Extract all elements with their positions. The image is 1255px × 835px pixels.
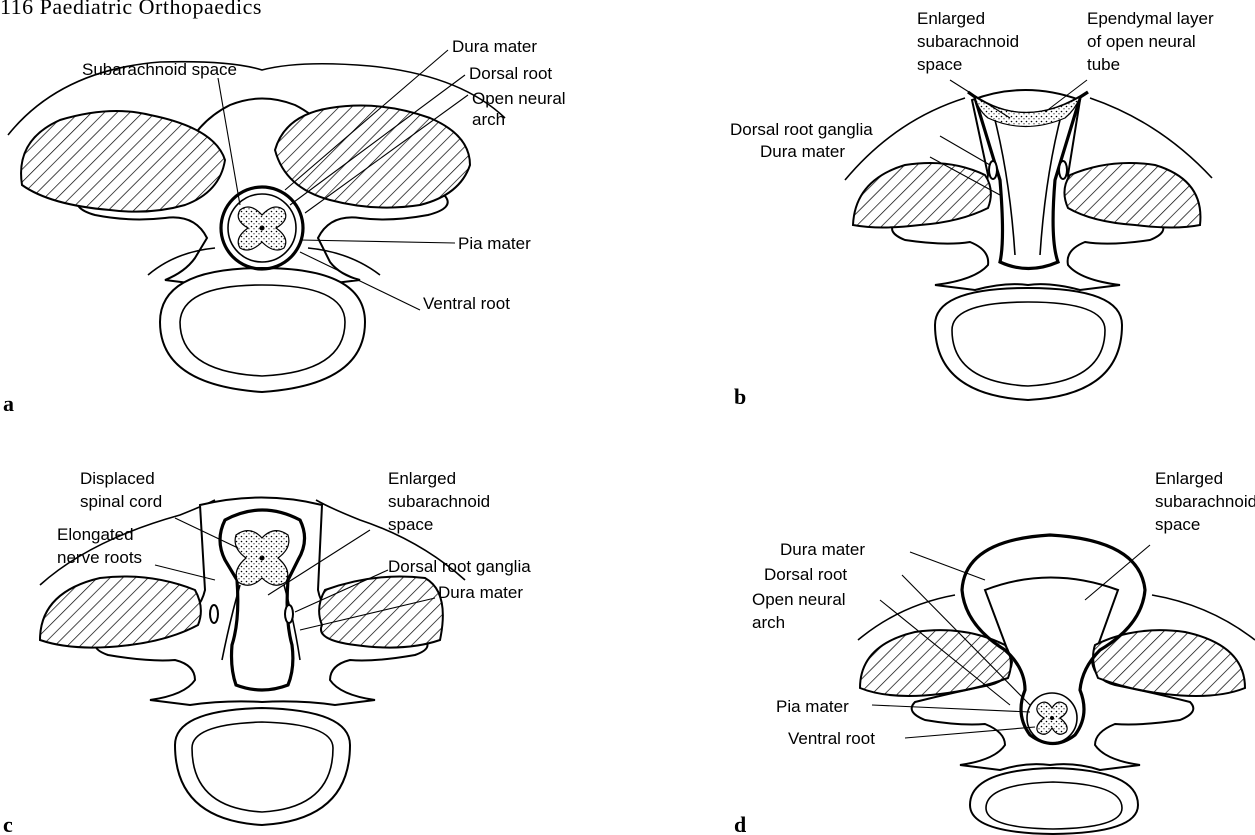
label-c-elongated-1: Elongated <box>57 525 134 544</box>
label-d-enlarged-1: Enlarged <box>1155 469 1223 488</box>
panel-a-vertebral-body <box>160 268 365 392</box>
label-c-enlarged-2: subarachnoid <box>388 492 490 511</box>
panel-c-tag: c <box>3 812 13 835</box>
panel-c-vertebral-body <box>175 708 350 825</box>
label-b-enlarged-2: subarachnoid <box>917 32 1019 51</box>
panel-b-vertebral-body <box>935 288 1122 400</box>
panel-a-leader-pia <box>300 240 455 243</box>
panel-b-right-ganglion <box>1059 161 1067 179</box>
panel-a-tag: a <box>3 391 14 416</box>
label-b-enlarged-3: space <box>917 55 962 74</box>
label-c-displaced-1: Displaced <box>80 469 155 488</box>
label-b-dorsal-root-ganglia: Dorsal root ganglia <box>730 120 873 139</box>
label-a-subarachnoid-space: Subarachnoid space <box>82 60 237 79</box>
label-c-displaced-2: spinal cord <box>80 492 162 511</box>
panel-c-right-ganglion <box>285 605 293 623</box>
panel-a: Subarachnoid space Dura mater Dorsal roo… <box>3 37 566 416</box>
label-d-enlarged-3: space <box>1155 515 1200 534</box>
label-a-pia-mater: Pia mater <box>458 234 531 253</box>
label-a-open-neural-1: Open neural <box>472 89 566 108</box>
label-b-dura-mater: Dura mater <box>760 142 845 161</box>
panel-c-central-canal <box>260 556 265 561</box>
label-c-enlarged-3: space <box>388 515 433 534</box>
label-d-open-neural-1: Open neural <box>752 590 846 609</box>
label-d-dorsal-root: Dorsal root <box>764 565 847 584</box>
label-a-dorsal-root: Dorsal root <box>469 64 552 83</box>
label-b-ependymal-1: Ependymal layer <box>1087 9 1214 28</box>
label-d-dura-mater: Dura mater <box>780 540 865 559</box>
panel-c-right-muscle <box>319 577 443 648</box>
panel-d-tag: d <box>734 812 746 835</box>
panel-d-vertebral-body <box>970 768 1138 834</box>
label-c-dorsal-root-ganglia: Dorsal root ganglia <box>388 557 531 576</box>
label-d-enlarged-2: subarachnoid <box>1155 492 1255 511</box>
label-b-ependymal-2: of open neural <box>1087 32 1196 51</box>
panel-d-central-canal <box>1050 716 1054 720</box>
panel-d: Enlarged subarachnoid space Dura mater D… <box>734 469 1255 835</box>
label-d-pia-mater: Pia mater <box>776 697 849 716</box>
label-d-ventral-root: Ventral root <box>788 729 875 748</box>
label-c-dura-mater: Dura mater <box>438 583 523 602</box>
panel-a-left-muscle <box>21 111 225 212</box>
panel-c: Displaced spinal cord Elongated nerve ro… <box>3 469 531 835</box>
panel-c-left-ganglion <box>210 605 218 623</box>
label-a-dura-mater: Dura mater <box>452 37 537 56</box>
panel-b-left-ganglion <box>989 161 997 179</box>
panel-b-tag: b <box>734 384 746 409</box>
panel-a-central-canal <box>260 226 265 231</box>
label-c-elongated-2: nerve roots <box>57 548 142 567</box>
panel-b: Enlarged subarachnoid space Ependymal la… <box>730 9 1214 409</box>
panel-d-leader-dura <box>910 552 985 580</box>
label-c-enlarged-1: Enlarged <box>388 469 456 488</box>
label-b-ependymal-3: tube <box>1087 55 1120 74</box>
label-d-open-neural-2: arch <box>752 613 785 632</box>
label-b-enlarged-1: Enlarged <box>917 9 985 28</box>
label-a-ventral-root: Ventral root <box>423 294 510 313</box>
page-header: 116 Paediatric Orthopaedics <box>0 0 262 19</box>
label-a-open-neural-2: arch <box>472 110 505 129</box>
